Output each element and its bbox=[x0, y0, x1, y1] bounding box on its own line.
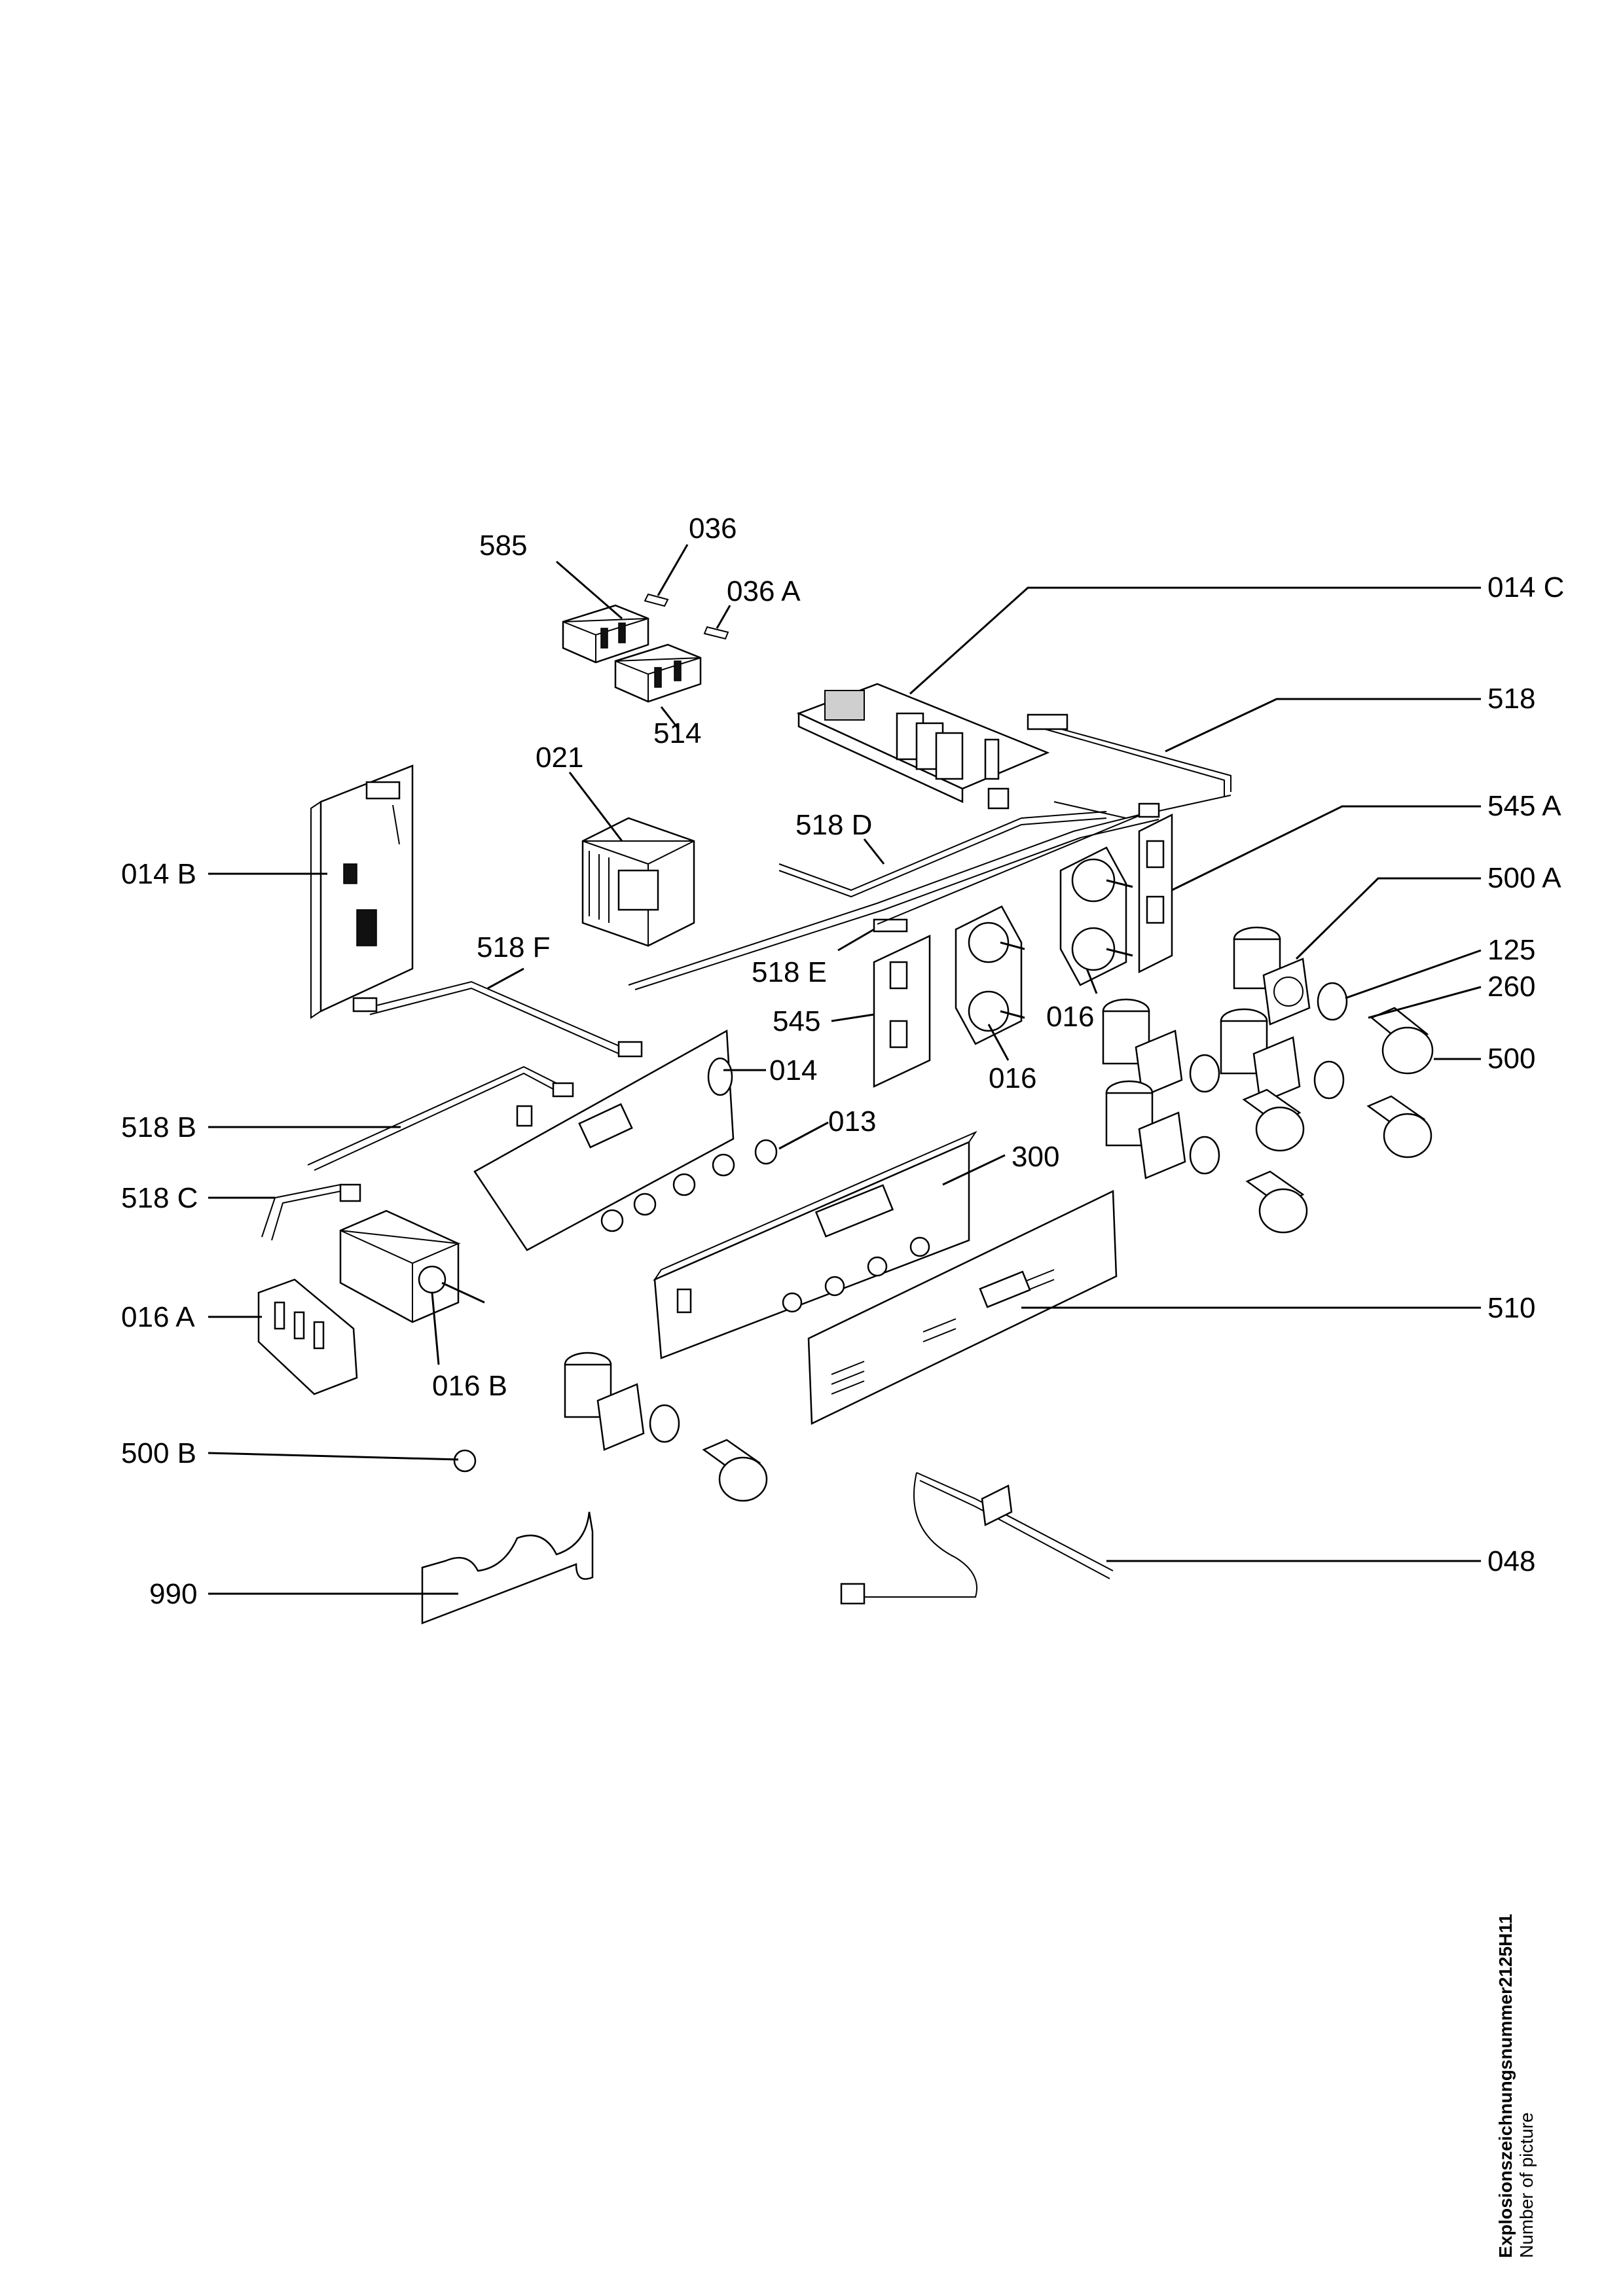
callout-300: 300 bbox=[1012, 1141, 1059, 1173]
callout-545a: 545 A bbox=[1487, 790, 1561, 822]
callout-021: 021 bbox=[536, 742, 583, 774]
part-545a-board bbox=[1138, 813, 1173, 974]
part-990-bracket bbox=[421, 1511, 594, 1624]
callout-013: 013 bbox=[828, 1105, 876, 1138]
callout-036: 036 bbox=[689, 512, 737, 545]
callout-016-top: 016 bbox=[1046, 1001, 1094, 1033]
callout-585: 585 bbox=[479, 529, 527, 562]
callout-014b: 014 B bbox=[121, 858, 196, 890]
part-300-front-panel bbox=[653, 1130, 977, 1359]
part-016-switches-mid bbox=[955, 905, 1025, 1045]
caption-number-of-picture: Number of picture bbox=[1516, 2112, 1537, 2258]
callout-518d: 518 D bbox=[795, 809, 872, 841]
callout-036a: 036 A bbox=[727, 575, 801, 607]
callout-014: 014 bbox=[769, 1054, 817, 1086]
part-048-sensor bbox=[840, 1472, 1114, 1605]
callout-990: 990 bbox=[149, 1578, 197, 1610]
callout-545: 545 bbox=[773, 1005, 820, 1037]
callout-518c: 518 C bbox=[121, 1182, 198, 1214]
part-518b-harness bbox=[307, 1066, 574, 1171]
callout-518f: 518 F bbox=[477, 931, 551, 963]
part-lamp-holders bbox=[1102, 998, 1432, 1234]
part-585-connector bbox=[562, 604, 649, 664]
callout-500b: 500 B bbox=[121, 1437, 196, 1469]
part-014-display-board bbox=[473, 1029, 735, 1251]
part-013-button bbox=[754, 1139, 778, 1165]
callout-125: 125 bbox=[1487, 934, 1535, 966]
part-500b-knob bbox=[453, 1449, 477, 1473]
caption-drawing-number: Explosionszeichnungsnummer2125H11 bbox=[1495, 1914, 1516, 2258]
part-500a-lamp-holder bbox=[1233, 926, 1311, 1026]
part-500-knob bbox=[1370, 1007, 1434, 1075]
part-014c-board bbox=[796, 683, 1050, 803]
callout-048: 048 bbox=[1487, 1545, 1535, 1577]
part-016a-switch-block bbox=[257, 1278, 358, 1395]
part-021-transformer bbox=[581, 817, 695, 947]
part-510-cover bbox=[807, 1190, 1118, 1425]
part-518-harness bbox=[1027, 713, 1231, 819]
part-lamp-holder-lower bbox=[564, 1352, 768, 1502]
part-518e-harness bbox=[628, 802, 1160, 990]
callout-500a: 500 A bbox=[1487, 862, 1561, 894]
callout-518e: 518 E bbox=[752, 956, 827, 988]
callout-014c: 014 C bbox=[1487, 571, 1564, 603]
callout-518b: 518 B bbox=[121, 1111, 196, 1143]
part-016-switches-top bbox=[1059, 846, 1133, 986]
callout-016-mid: 016 bbox=[989, 1062, 1036, 1094]
callout-260: 260 bbox=[1487, 971, 1535, 1003]
callout-518: 518 bbox=[1487, 683, 1535, 715]
callout-labels: 585 036 036 A 014 C 514 518 021 518 D 54… bbox=[121, 512, 1564, 1610]
callout-500: 500 bbox=[1487, 1043, 1535, 1075]
callout-514: 514 bbox=[653, 717, 701, 749]
callout-510: 510 bbox=[1487, 1292, 1535, 1324]
callout-016a: 016 A bbox=[121, 1301, 195, 1333]
part-014b-board bbox=[310, 764, 414, 1019]
part-518d-wire bbox=[778, 787, 1107, 898]
part-545-board bbox=[873, 935, 931, 1088]
part-036-clip bbox=[644, 593, 729, 640]
part-016b-rotary-switch bbox=[339, 1210, 485, 1323]
part-125-ring bbox=[1317, 982, 1348, 1021]
part-514-connector bbox=[614, 643, 702, 703]
part-518f-harness bbox=[352, 980, 643, 1058]
leader-lines bbox=[208, 544, 1482, 1595]
callout-016b: 016 B bbox=[432, 1370, 507, 1402]
picture-number-caption: Explosionszeichnungsnummer2125H11 Number… bbox=[1495, 1914, 1537, 2258]
